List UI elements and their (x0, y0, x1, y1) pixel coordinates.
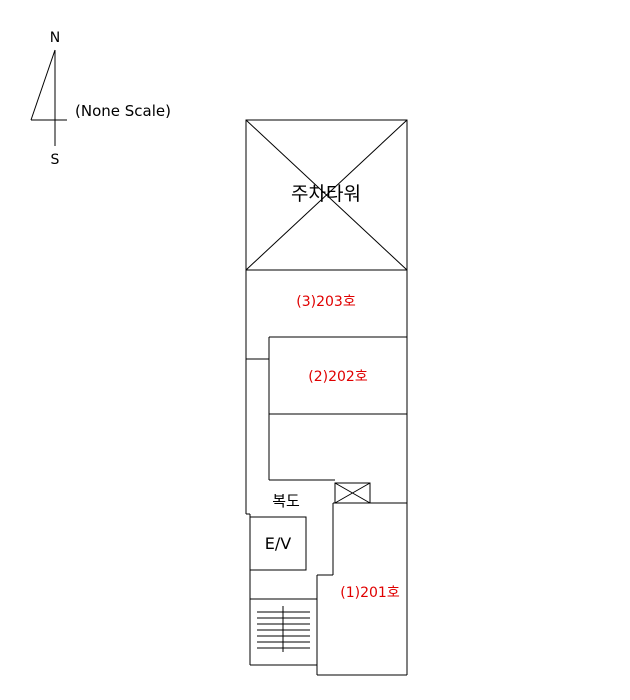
unit-201-label: (1)201호 (340, 585, 400, 601)
north-arrow-icon (30, 49, 67, 146)
north-label: N (50, 30, 60, 46)
parking-tower-cross-2 (245, 119, 408, 271)
scale-note: (None Scale) (75, 102, 171, 120)
building-walls (245, 119, 408, 676)
unit-203-label: (3)203호 (296, 294, 356, 310)
south-label: S (51, 152, 60, 168)
unit-202-label: (2)202호 (308, 369, 368, 385)
parking-tower-label: 주차타워 (291, 183, 361, 205)
stairs (257, 606, 310, 652)
elevator-box (249, 516, 307, 571)
elevator-label: E/V (265, 534, 292, 553)
parking-tower (245, 119, 408, 271)
corridor-label: 복도 (272, 492, 300, 510)
